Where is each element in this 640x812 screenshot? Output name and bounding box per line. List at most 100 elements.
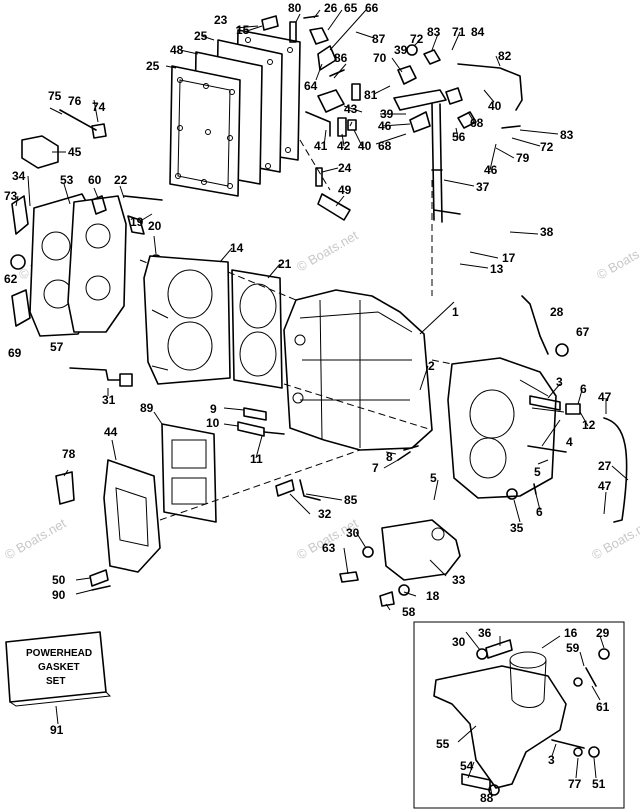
callout-54: 54 [460,759,474,773]
callout-7: 7 [372,461,379,475]
callout-36: 36 [478,626,492,640]
callout-71: 71 [452,25,466,39]
leader-lines [15,9,629,797]
exhaust-cover-bolt-holes [175,37,293,189]
callout-89: 89 [140,401,154,415]
callout-91: 91 [50,723,64,737]
callout-76: 76 [68,94,82,108]
callout-17: 17 [502,251,516,265]
alignment-lines [139,139,453,521]
callout-63: 63 [322,541,336,555]
callout-61: 61 [596,700,610,714]
callout-18: 18 [426,589,440,603]
callout-47b: 47 [598,479,612,493]
callout-35: 35 [510,521,524,535]
callout-27: 27 [598,459,612,473]
kit-line-1: POWERHEAD [26,648,92,659]
callout-90: 90 [52,588,66,602]
callout-73: 73 [4,189,18,203]
callout-78: 78 [62,447,76,461]
callout-1: 1 [452,305,459,319]
kit-line-3: SET [46,676,65,687]
callout-59: 59 [566,641,580,655]
callout-45: 45 [68,145,82,159]
callout-77: 77 [568,777,582,791]
callout-9: 9 [210,402,217,416]
callout-19: 19 [130,215,144,229]
callout-21: 21 [278,257,292,271]
callout-39b: 39 [380,107,394,121]
left-small-parts [10,109,107,327]
callout-83a: 83 [427,25,441,39]
callout-42: 42 [337,139,351,153]
callout-5b: 5 [534,465,541,479]
inset-border [413,621,625,809]
callout-46b: 46 [484,163,498,177]
kit-line-2: GASKET [38,662,80,673]
callout-86: 86 [334,51,348,65]
callout-68a: 68 [470,116,484,130]
bolts-50-90 [89,569,111,591]
callout-25a: 25 [194,29,208,43]
callout-10: 10 [206,416,220,430]
callout-48: 48 [170,43,184,57]
exhaust-cover [103,459,161,573]
spark-plug [69,367,133,387]
callout-33: 33 [452,573,466,587]
exhaust-cover-plates [169,29,301,197]
callout-numbers: 80 26 65 66 23 15 87 72 83 71 84 25 48 3… [4,1,612,805]
inset-support-bracket [433,665,567,789]
callout-67: 67 [576,325,590,339]
watermark-bottom-left: © Boats.net [2,515,69,562]
watermark-far-right: © Boats.net [594,235,640,282]
callout-69: 69 [8,346,22,360]
exhaust-gasket [161,423,217,523]
callout-22: 22 [114,173,128,187]
callout-25b: 25 [146,59,160,73]
callout-12: 12 [582,418,596,432]
top-fittings [261,15,361,101]
callout-58: 58 [402,605,416,619]
callout-82: 82 [498,49,512,63]
callout-13: 13 [490,262,504,276]
callout-31: 31 [102,393,116,407]
bracket-33 [339,519,461,607]
cylinder-block [283,289,433,451]
clip-78 [55,471,75,505]
head-gasket [231,269,283,389]
callout-8: 8 [386,450,393,464]
callout-72a: 72 [410,32,424,46]
callout-60: 60 [88,173,102,187]
callout-53: 53 [60,173,74,187]
callout-75: 75 [48,89,62,103]
callout-80: 80 [288,1,302,15]
callout-47a: 47 [598,390,612,404]
watermark-right: © Boats.net [294,227,361,274]
callout-85: 85 [344,493,358,507]
callout-5a: 5 [430,471,437,485]
callout-29: 29 [596,626,610,640]
callout-79: 79 [516,151,530,165]
callout-87: 87 [372,32,386,46]
callout-84: 84 [471,25,485,39]
cylinder-head [143,255,231,385]
callout-41: 41 [314,139,328,153]
callout-57: 57 [50,340,64,354]
callout-4: 4 [566,435,573,449]
powerhead-gasket-set-box: POWERHEAD GASKET SET [5,631,112,725]
callout-20: 20 [148,219,162,233]
callout-70: 70 [373,51,387,65]
callout-16: 16 [564,626,578,640]
callout-3b: 3 [548,753,555,767]
callout-43: 43 [344,102,358,116]
callout-62: 62 [4,272,18,286]
right-fasteners [521,295,628,523]
callout-37: 37 [476,180,490,194]
callout-24: 24 [338,161,352,175]
callout-55: 55 [436,737,450,751]
callout-65: 65 [344,1,358,15]
fasteners-32-85 [275,445,537,501]
callout-66: 66 [365,1,379,15]
callout-15: 15 [236,23,250,37]
